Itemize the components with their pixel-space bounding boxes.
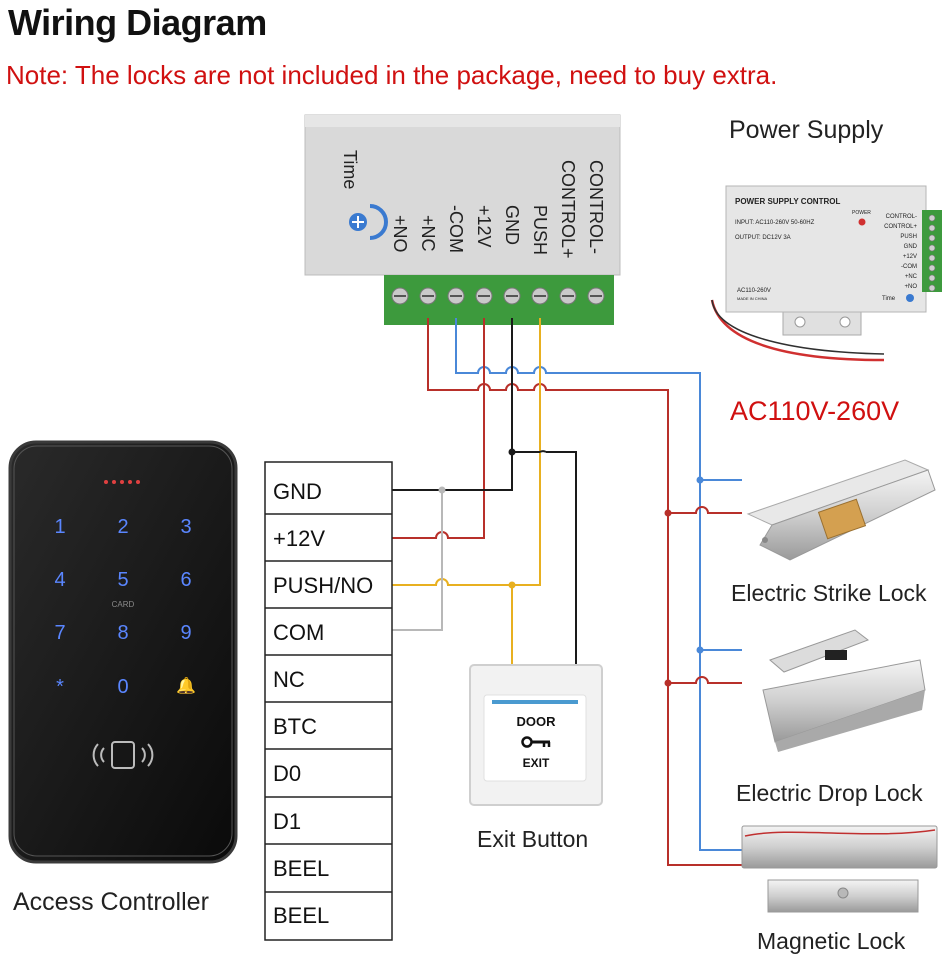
ps-label-controlplus: CONTROL+ [558,160,578,259]
indicator-leds [104,480,140,484]
controller-terminal-table: GND +12V PUSH/NO COM NC BTC D0 D1 BEEL B… [264,461,393,941]
exit-button-exit-text: EXIT [523,756,550,770]
keypad-key-star[interactable]: * [56,676,64,698]
ps-photo-time: Time [882,296,896,302]
access-controller-label: Access Controller [13,888,209,916]
wire-junctions [438,448,704,687]
ps-label-gnd: GND [502,205,522,245]
note-text: Note: The locks are not included in the … [6,60,778,90]
access-controller-keypad: 1 2 3 4 5 6 7 8 9 * 0 🔔 CARD [8,440,238,864]
ps-photo-t1: CONTROL+ [884,224,917,230]
time-knob-icon[interactable] [349,204,388,240]
exit-button-door-text: DOOR [517,714,557,729]
ps-label-controlminus: CONTROL- [586,160,606,254]
electric-drop-lock-image [762,629,926,752]
electric-strike-lock-label: Electric Strike Lock [731,580,927,606]
terminal-gnd: GND [273,479,322,504]
ps-label-push: PUSH [530,205,550,255]
diagram-title: Wiring Diagram [8,2,267,43]
electric-strike-lock-image [746,459,936,561]
ps-photo-brand: POWER SUPPLY CONTROL [735,197,840,206]
terminal-d0: D0 [273,761,301,786]
ps-photo-t0: CONTROL- [886,214,917,220]
keypad-key-3[interactable]: 3 [180,516,191,538]
power-supply-photo: POWER SUPPLY CONTROL INPUT: AC110-260V 5… [710,185,942,362]
keypad-key-7[interactable]: 7 [54,622,65,644]
terminal-beel-1: BEEL [273,856,329,881]
terminal-btc: BTC [273,714,317,739]
terminal-12v: +12V [273,526,325,551]
terminal-d1: D1 [273,809,301,834]
keypad-key-bell[interactable]: 🔔 [176,677,196,695]
ps-photo-voltage: AC110-260V [737,288,771,294]
keypad-key-2[interactable]: 2 [117,516,128,538]
magnetic-lock-label: Magnetic Lock [757,928,906,954]
card-reader-icon [92,741,154,769]
ps-photo-t5: -COM [901,264,917,270]
terminal-beel-2: BEEL [273,903,329,928]
ps-photo-made: MADE IN CHINA [737,296,768,301]
ps-photo-t3: GND [904,244,918,250]
magnetic-lock-image [741,825,938,913]
ps-photo-t7: +NO [904,284,917,290]
electric-drop-lock-label: Electric Drop Lock [736,780,923,806]
keypad-key-4[interactable]: 4 [54,569,65,591]
ps-label-12v: +12V [474,205,494,248]
wires [392,318,742,866]
terminal-com: COM [273,620,324,645]
ps-photo-output: OUTPUT: DC12V 3A [735,235,791,241]
ps-label-no: +NO [390,215,410,253]
ps-photo-t4: +12V [903,254,917,260]
keypad-key-9[interactable]: 9 [180,622,191,644]
ps-photo-input: INPUT: AC110-260V 50-60HZ [735,220,815,226]
key-icon [521,736,551,748]
exit-button-device[interactable]: DOOR EXIT [469,664,603,806]
ps-label-time: Time [340,150,360,189]
ps-photo-t2: PUSH [900,234,917,240]
terminal-nc: NC [273,667,305,692]
terminal-push-no: PUSH/NO [273,573,373,598]
power-supply-box: Time +NO +NC -COM +12V GND PUSH CONTROL+… [304,114,621,325]
power-supply-label: Power Supply [729,116,884,144]
ps-label-nc: +NC [418,215,438,252]
keypad-key-1[interactable]: 1 [54,516,65,538]
exit-button-label: Exit Button [477,826,589,852]
ps-label-com: -COM [446,205,466,253]
keypad-key-8[interactable]: 8 [117,622,128,644]
ac-voltage-label: AC110V-260V [730,396,900,426]
ps-photo-t6: +NC [905,274,918,280]
keypad-key-5[interactable]: 5 [117,569,128,591]
ps-terminal-block [384,275,614,325]
keypad-key-0[interactable]: 0 [117,676,128,698]
ps-photo-power: POWER [852,210,871,216]
keypad-key-6[interactable]: 6 [180,569,191,591]
card-text: CARD [112,600,135,609]
